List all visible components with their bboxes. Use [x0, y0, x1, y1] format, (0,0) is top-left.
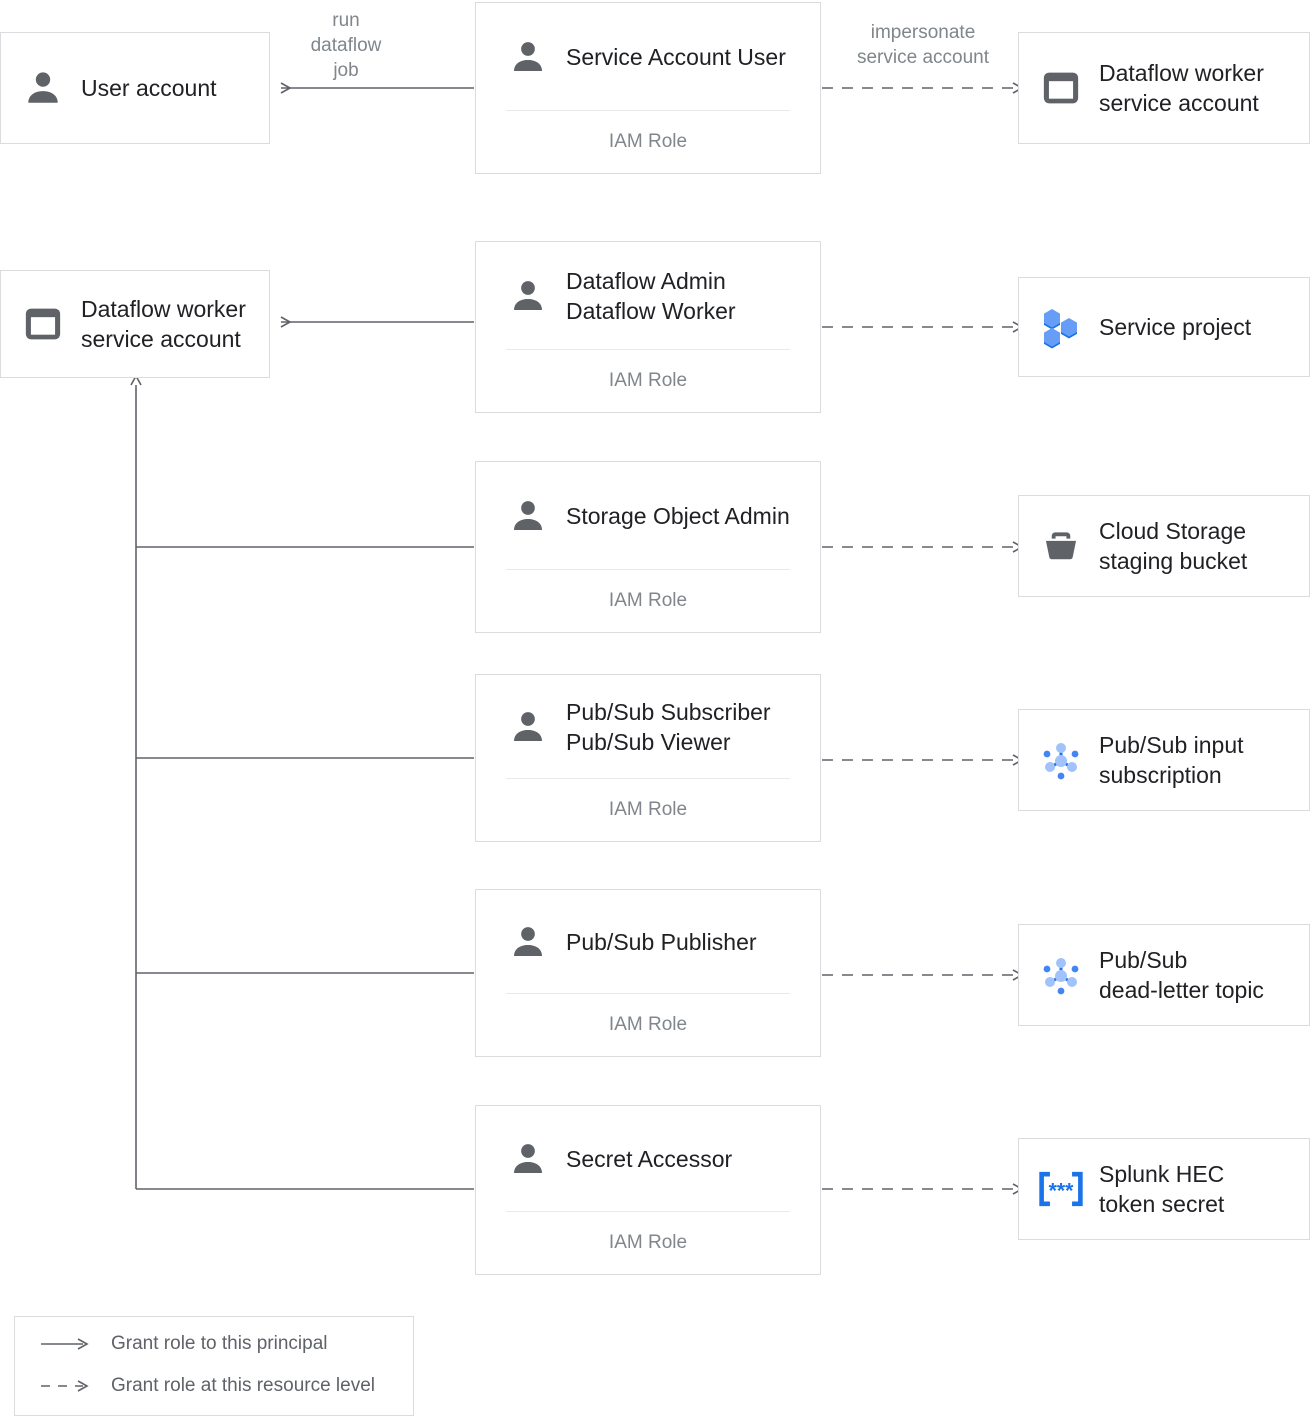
- service-account-icon: [1037, 64, 1085, 112]
- divider: [506, 1211, 790, 1212]
- resource-label: Pub/Sub input subscription: [1099, 732, 1244, 788]
- role-card-footer: IAM Role: [608, 1014, 688, 1035]
- role-card-header: Secret Accessor: [476, 1106, 820, 1211]
- edge-label-run-dataflow-job: run dataflow job: [310, 10, 382, 81]
- role-card-roles: Secret Accessor: [566, 1145, 733, 1172]
- role-card-footer: IAM Role: [608, 590, 688, 611]
- role-card-header: Pub/Sub Publisher: [476, 890, 820, 993]
- resource-label: Pub/Sub dead-letter topic: [1099, 947, 1264, 1003]
- resource-service-project[interactable]: Service project: [1018, 277, 1310, 377]
- role-card-header: Dataflow Admin Dataflow Worker: [476, 242, 820, 349]
- person-icon: [506, 35, 550, 79]
- divider: [506, 778, 790, 779]
- person-icon: [506, 1137, 550, 1181]
- role-card-footer: IAM Role: [608, 1232, 688, 1253]
- role-card-service-account-user[interactable]: Service Account User IAM Role: [475, 2, 821, 174]
- entity-dataflow-worker-service-account-left[interactable]: Dataflow worker service account: [0, 270, 270, 378]
- dashed-arrow-icon: [41, 1380, 89, 1392]
- service-account-icon: [19, 300, 67, 348]
- divider: [506, 110, 790, 111]
- bucket-icon: [1037, 522, 1085, 570]
- svg-text:***: ***: [1049, 1179, 1075, 1202]
- legend-item-grant-role-principal: Grant role to this principal: [39, 1333, 328, 1355]
- role-card-roles: Dataflow Admin Dataflow Worker: [566, 267, 736, 324]
- role-card-roles: Pub/Sub Publisher: [566, 928, 757, 955]
- role-card-pubsub-publisher[interactable]: Pub/Sub Publisher IAM Role: [475, 889, 821, 1057]
- legend-label: Grant role to this principal: [111, 1333, 328, 1354]
- role-card-footer: IAM Role: [608, 799, 688, 820]
- divider: [506, 569, 790, 570]
- role-card-footer: IAM Role: [608, 370, 688, 391]
- legend-item-grant-role-resource: Grant role at this resource level: [39, 1375, 375, 1397]
- role-card-roles: Pub/Sub Subscriber Pub/Sub Viewer: [566, 698, 771, 755]
- resource-label: Splunk HEC token secret: [1099, 1161, 1225, 1217]
- edge-label-impersonate-service-account: impersonate service account: [856, 22, 989, 68]
- entity-label: User account: [81, 75, 217, 101]
- hexagons-icon: [1037, 303, 1085, 351]
- role-card-header: Pub/Sub Subscriber Pub/Sub Viewer: [476, 675, 820, 778]
- role-card-header: Service Account User: [476, 3, 820, 110]
- person-icon: [19, 64, 67, 112]
- secret-icon: ***: [1037, 1165, 1085, 1213]
- divider: [506, 993, 790, 994]
- legend-label: Grant role at this resource level: [111, 1375, 376, 1396]
- person-icon: [506, 705, 550, 749]
- role-card-storage-object-admin[interactable]: Storage Object Admin IAM Role: [475, 461, 821, 633]
- person-icon: [506, 274, 550, 318]
- resource-cloud-storage-staging-bucket[interactable]: Cloud Storage staging bucket: [1018, 495, 1310, 597]
- resource-pubsub-dead-letter-topic[interactable]: Pub/Sub dead-letter topic: [1018, 924, 1310, 1026]
- resource-pubsub-input-subscription[interactable]: Pub/Sub input subscription: [1018, 709, 1310, 811]
- role-card-footer: IAM Role: [608, 131, 688, 152]
- entity-label: Dataflow worker service account: [81, 296, 246, 352]
- person-icon: [506, 920, 550, 964]
- entity-user-account[interactable]: User account: [0, 32, 270, 144]
- resource-label: Cloud Storage staging bucket: [1099, 518, 1248, 574]
- solid-arrow-icon: [41, 1338, 89, 1350]
- role-card-pubsub-subscriber-viewer[interactable]: Pub/Sub Subscriber Pub/Sub Viewer IAM Ro…: [475, 674, 821, 842]
- role-card-dataflow-admin-worker[interactable]: Dataflow Admin Dataflow Worker IAM Role: [475, 241, 821, 413]
- pubsub-icon: [1037, 736, 1085, 784]
- resource-splunk-hec-token-secret[interactable]: *** Splunk HEC token secret: [1018, 1138, 1310, 1240]
- person-icon: [506, 494, 550, 538]
- entity-dataflow-worker-service-account-top[interactable]: Dataflow worker service account: [1018, 32, 1310, 144]
- role-card-secret-accessor[interactable]: Secret Accessor IAM Role: [475, 1105, 821, 1275]
- role-card-roles: Storage Object Admin: [566, 502, 790, 529]
- divider: [506, 349, 790, 350]
- role-card-header: Storage Object Admin: [476, 462, 820, 569]
- entity-label: Dataflow worker service account: [1099, 60, 1264, 116]
- role-card-roles: Service Account User: [566, 43, 786, 70]
- pubsub-icon: [1037, 951, 1085, 999]
- resource-label: Service project: [1099, 314, 1252, 340]
- legend: Grant role to this principal Grant role …: [14, 1316, 414, 1416]
